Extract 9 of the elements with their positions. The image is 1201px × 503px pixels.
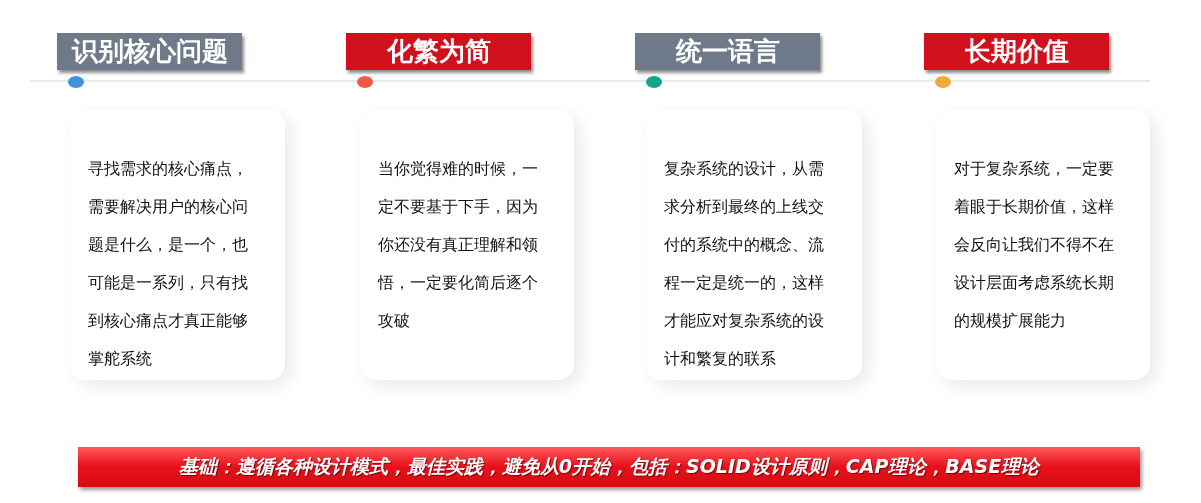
card-text: 对于复杂系统，一定要着眼于长期价值，这样会反向让我们不得不在设计层面考虑系统长期的规模扩展能力 xyxy=(954,158,1115,332)
heading-box: 化繁为简 xyxy=(346,33,531,70)
heading-box: 识别核心问题 xyxy=(57,33,242,70)
card-text: 当你觉得难的时候，一定不要基于下手，因为你还没有真正理解和领悟，一定要化简后逐个攻破 xyxy=(378,158,539,332)
card-text: 寻找需求的核心痛点，需要解决用户的核心问题是什么，是一个，也可能是一系列，只有找到核心痛点才真正能够掌舵系统 xyxy=(88,158,249,370)
card-text: 复杂系统的设计，从需求分析到最终的上线交付的系统中的概念、流程一定是统一的，这样才能应对复杂系统的设计和繁复的联系 xyxy=(664,158,825,370)
heading-box: 统一语言 xyxy=(635,33,820,70)
heading-box: 长期价值 xyxy=(924,33,1109,70)
banner: 基础：遵循各种设计模式，最佳实践，避免从0开始，包括：SOLID设计原则，CAP理论，BASE理论 xyxy=(78,447,1140,487)
